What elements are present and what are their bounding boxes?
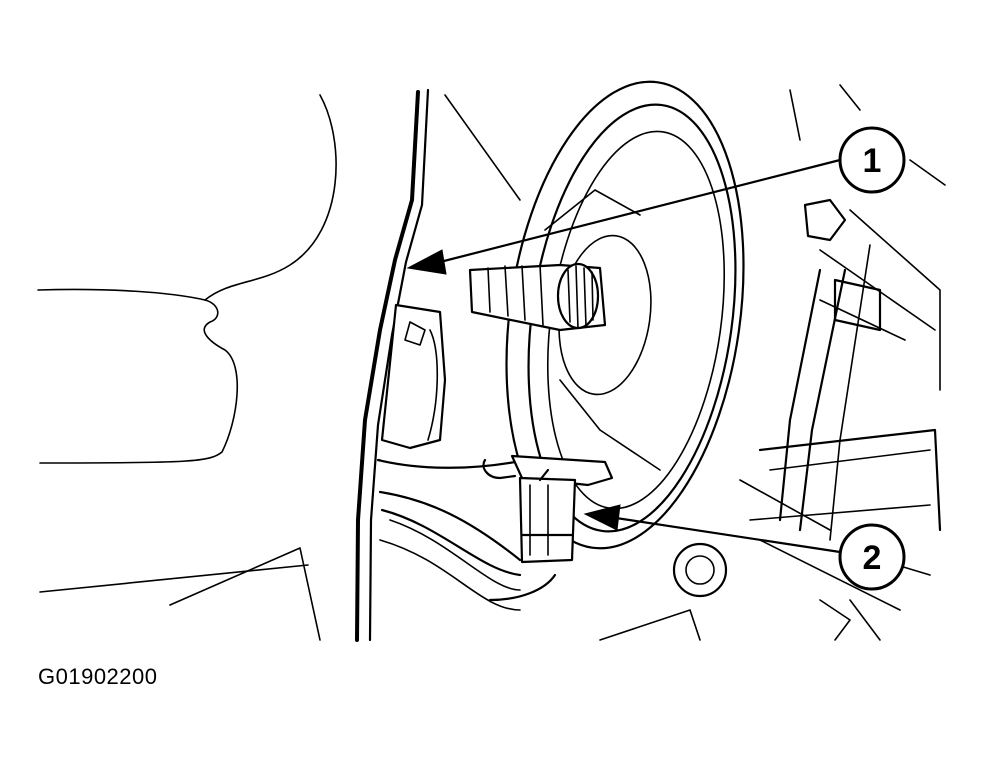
panel-bracket [380,303,447,450]
wiring-harness [376,458,557,611]
callout-1: 1 [838,126,906,194]
callout-1-leader [406,158,842,275]
callout-2-number: 2 [863,539,882,577]
background-contour [37,94,337,641]
blower-housing [599,84,946,641]
figure-id-label: G01902200 [38,664,158,689]
electrical-connector [510,454,614,564]
callout-2-leader [583,504,842,554]
callout-1-number: 1 [863,142,882,180]
shaft-hub [468,262,607,332]
callout-2: 2 [838,523,906,591]
